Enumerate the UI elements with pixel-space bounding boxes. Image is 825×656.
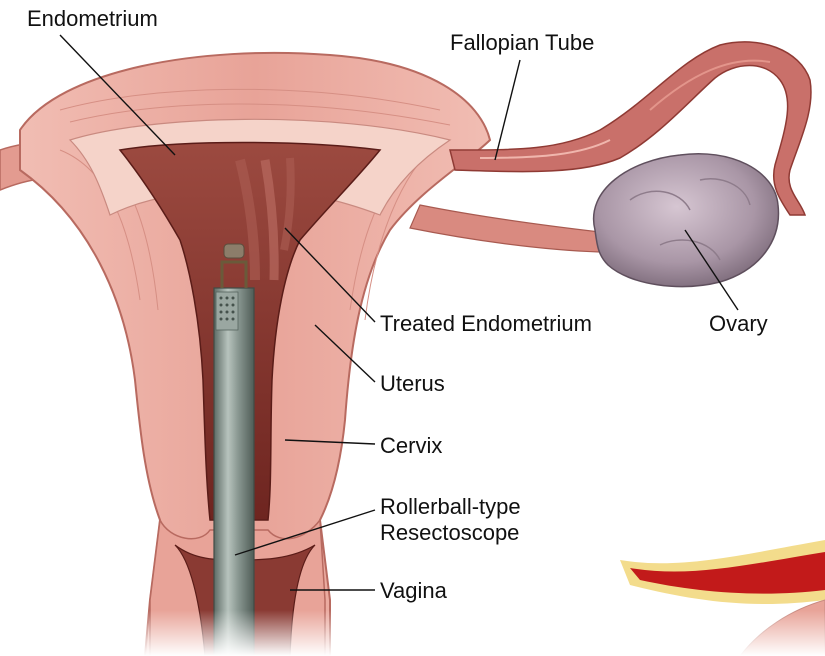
label-cervix: Cervix (380, 433, 442, 459)
bottom-fade (0, 610, 825, 656)
ovary (594, 154, 779, 287)
label-resectoscope-line2: Resectoscope (380, 520, 521, 546)
label-vagina: Vagina (380, 578, 447, 604)
label-uterus: Uterus (380, 371, 445, 397)
label-rollerball-resectoscope: Rollerball-type Resectoscope (380, 494, 521, 546)
label-resectoscope-line1: Rollerball-type (380, 494, 521, 520)
label-treated-endometrium: Treated Endometrium (380, 311, 592, 337)
label-endometrium: Endometrium (27, 6, 158, 32)
label-fallopian-tube: Fallopian Tube (450, 30, 594, 56)
rollerball-resectoscope (214, 244, 254, 656)
ovarian-ligament (410, 205, 600, 252)
leader-fallopian-tube (495, 60, 520, 160)
label-ovary: Ovary (709, 311, 768, 337)
